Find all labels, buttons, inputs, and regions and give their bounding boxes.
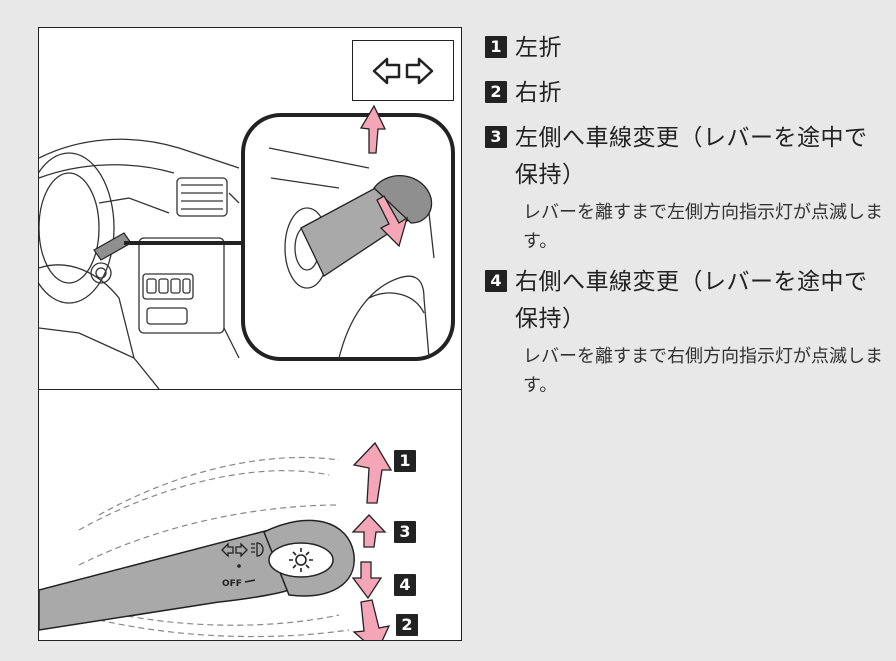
step-number-badge: 2 <box>485 81 507 103</box>
lever-symbols-icon <box>221 542 264 558</box>
step-title: 左折 <box>515 35 562 61</box>
arrow-label-3: 3 <box>394 521 416 543</box>
dashboard-illustration <box>39 28 461 389</box>
list-item: 3 左側へ車線変更（レバーを途中で保持） レバーを離すまで左側方向指示灯が点滅し… <box>485 120 885 256</box>
step-number-badge: 1 <box>485 36 507 58</box>
arrow-label-2: 2 <box>396 614 418 636</box>
lever-illustration: OFF 1 3 4 2 <box>39 390 461 640</box>
step-list: 1 左折 2 右折 3 左側へ車線変更（レバーを途中で保持） レバーを離すまで左… <box>485 30 885 408</box>
list-item: 1 左折 <box>485 30 885 67</box>
arrow-up-large <box>352 441 393 504</box>
step-note: レバーを離すまで左側方向指示灯が点滅します。 <box>523 202 883 252</box>
step-number-badge: 4 <box>485 270 507 292</box>
step-number-badge: 3 <box>485 126 507 148</box>
off-label: OFF <box>222 579 242 589</box>
arrow-down-large <box>352 599 391 640</box>
arrow-label-4: 4 <box>394 574 416 596</box>
panel-divider <box>39 389 461 390</box>
arrow-up-small <box>351 514 387 548</box>
turn-signal-arrows-icon <box>372 57 434 84</box>
turn-signal-indicator <box>352 40 454 101</box>
step-title: 左側へ車線変更（レバーを途中で保持） <box>515 125 868 188</box>
illustration-frame: OFF 1 3 4 2 <box>38 27 462 641</box>
headlight-icon <box>289 548 313 572</box>
arrow-down-small <box>351 561 383 600</box>
list-item: 4 右側へ車線変更（レバーを途中で保持） レバーを離すまで右側方向指示灯が点滅し… <box>485 264 885 400</box>
arrow-label-1: 1 <box>394 450 416 472</box>
step-note: レバーを離すまで右側方向指示灯が点滅します。 <box>523 346 883 396</box>
list-item: 2 右折 <box>485 75 885 112</box>
step-title: 右折 <box>515 80 562 106</box>
step-title: 右側へ車線変更（レバーを途中で保持） <box>515 269 868 332</box>
